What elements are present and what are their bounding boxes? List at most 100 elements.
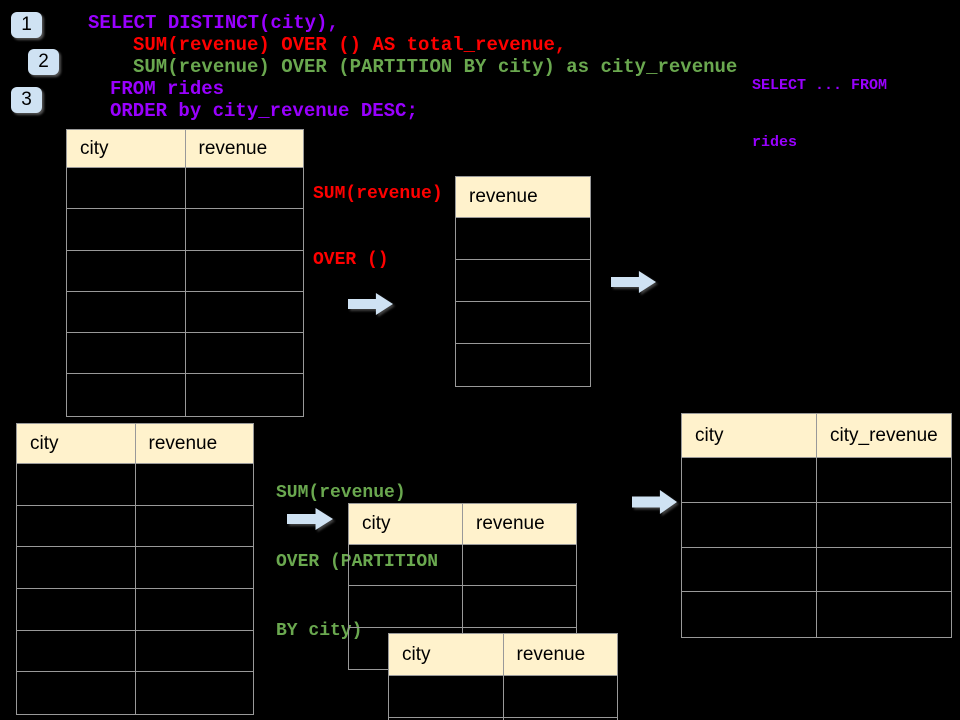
empty-cell [136,631,254,672]
empty-cell [17,630,136,672]
table-row [349,586,576,628]
empty-cell [186,168,304,208]
label-sum-over-all-line-1: SUM(revenue) [313,184,443,204]
table-row [17,630,254,673]
step-badge-3: 3 [11,87,42,113]
empty-cell [136,589,254,630]
empty-cell [67,209,186,250]
arrow-right-shape [348,293,393,315]
empty-cell [136,547,254,588]
table-row [67,250,304,292]
empty-cell [682,458,817,502]
empty-cell [17,589,136,630]
table-row [682,458,951,503]
arrow-right-shape [287,508,333,530]
empty-cell [136,506,254,547]
label-sum-over-partition: SUM(revenue) OVER (PARTITION BY city) [276,436,438,689]
empty-cell [463,545,576,585]
arrow-right-icon-1 [348,293,393,315]
arrow-right-shape [611,271,656,293]
table-row [67,168,304,210]
table-row [67,374,303,416]
column-header: revenue [469,186,538,207]
table-row [682,547,951,593]
empty-cell [349,545,463,586]
empty-cell [682,592,817,638]
table-row [17,589,253,631]
empty-cell [17,547,136,589]
table-partition-input-overlap: city revenue [388,633,618,720]
label-sum-over-partition-line-1: SUM(revenue) [276,483,406,503]
empty-cell [456,302,590,343]
column-header: revenue [476,513,545,534]
column-header: city [389,634,504,675]
empty-cell [817,503,951,547]
empty-cell [463,586,576,626]
empty-cell [682,502,817,547]
empty-cell [17,672,136,715]
side-note-line-1: SELECT ... FROM [752,77,888,94]
empty-cell [136,464,254,505]
table-row [682,592,951,638]
empty-cell [67,250,186,291]
step-badge-1: 1 [11,12,42,38]
table-total-revenue-result: revenue [455,176,591,387]
empty-cell [504,676,618,717]
sql-line-select: SELECT DISTINCT(city), [88,12,339,34]
empty-cell [817,592,951,637]
empty-cell [67,168,186,209]
label-sum-over-all: SUM(revenue) OVER () [313,139,443,315]
table-row [67,333,303,375]
empty-cell [67,333,186,374]
column-header: city [682,414,817,457]
arrow-right-icon-2 [611,271,656,293]
table-row [349,545,576,587]
column-header: revenue [148,432,218,454]
table-row [389,676,617,718]
step-badge-2: 2 [28,49,59,75]
table-row [67,209,304,251]
table-header-row: revenue [456,177,590,218]
table-row [17,672,254,715]
table-row [17,464,253,506]
column-header: revenue [516,643,586,665]
side-note-select-from: SELECT ... FROM rides [752,38,887,190]
column-header: revenue [198,137,268,159]
arrow-right-shape [632,490,677,514]
table-row [389,718,617,720]
empty-cell [186,292,304,332]
empty-cell [186,251,304,291]
table-row [682,502,951,548]
empty-cell [456,344,590,386]
table-row [17,505,254,548]
side-note-line-2: rides [752,134,798,151]
table-row [456,260,590,302]
empty-cell [389,676,504,717]
table-row [17,547,254,590]
label-sum-over-partition-line-2: OVER (PARTITION [276,552,439,572]
sql-line-from: FROM rides [110,78,225,100]
empty-cell [186,209,304,249]
empty-cell [349,586,463,627]
arrow-right-icon-4 [632,490,677,514]
step-badge-2-label: 2 [38,51,49,72]
sql-line-sum-over-all: SUM(revenue) OVER () AS total_revenue, [133,34,567,56]
label-sum-over-all-line-2: OVER () [313,250,389,270]
empty-cell [67,291,186,333]
empty-cell [456,260,590,301]
step-badge-1-label: 1 [21,14,32,35]
table-row [456,218,590,260]
empty-cell [17,464,136,505]
arrow-right-icon-3 [287,508,333,530]
empty-cell [456,218,590,259]
empty-cell [817,548,951,592]
empty-cell [136,672,254,714]
